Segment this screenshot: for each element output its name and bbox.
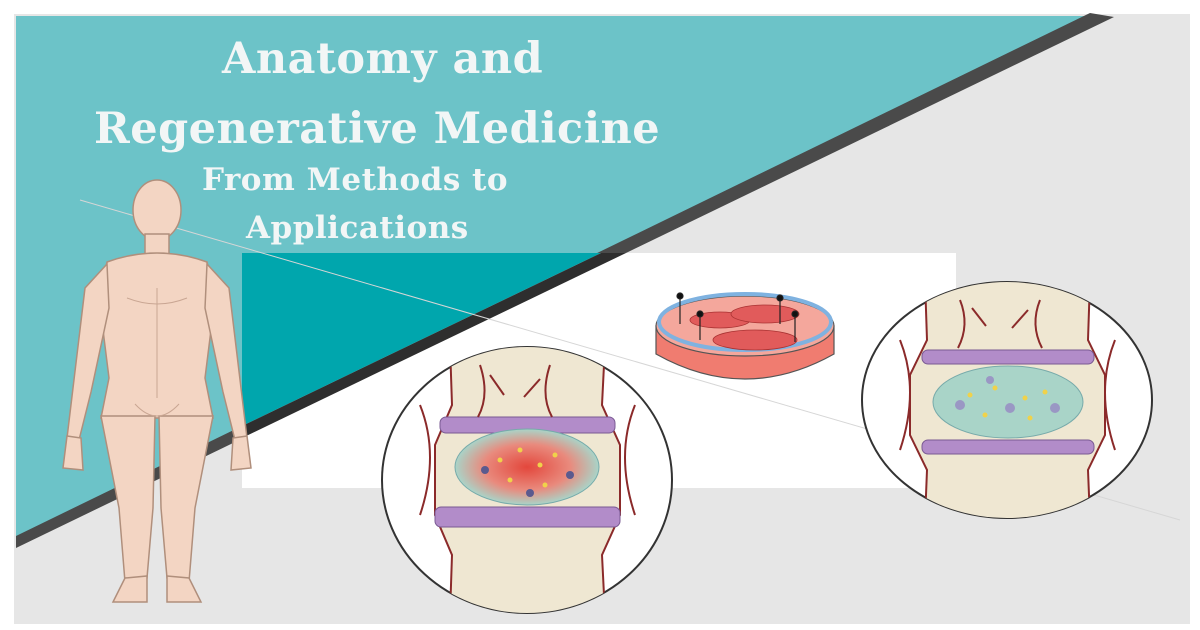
hand-right xyxy=(230,435,252,471)
hand-left xyxy=(62,435,84,471)
head xyxy=(132,179,182,241)
leg-left xyxy=(100,415,156,583)
human-body-illustration xyxy=(62,179,252,603)
foot-left xyxy=(111,575,148,603)
title-line-1: Anatomy and xyxy=(222,34,544,84)
leg-right xyxy=(158,415,214,583)
subtitle-line-2: Applications xyxy=(246,210,469,246)
petri-dish-illustration xyxy=(655,292,835,380)
foot-right xyxy=(166,575,203,603)
title-line-2: Regenerative Medicine xyxy=(94,104,661,154)
healed-joint-illustration xyxy=(861,281,1153,519)
subtitle-line-1: From Methods to xyxy=(202,162,509,198)
injured-joint-illustration xyxy=(381,346,673,614)
